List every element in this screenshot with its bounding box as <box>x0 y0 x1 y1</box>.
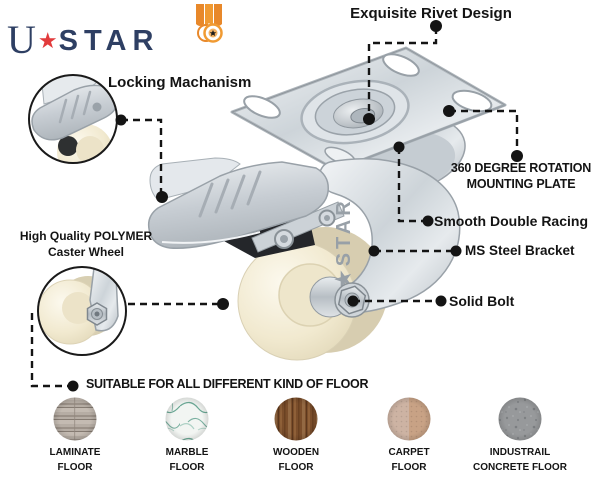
callout-line-locking <box>121 118 163 195</box>
polymer-wheel <box>237 227 388 361</box>
locking-mechanism-inset <box>28 74 118 164</box>
callout-ms-steel-bracket: MS Steel Bracket <box>465 243 575 258</box>
brand-logo-word: STAR <box>58 25 160 57</box>
floors-heading: SUITABLE FOR ALL DIFFERENT KIND OF FLOOR <box>86 377 369 391</box>
floor-label-wooden: WOODEN FLOOR <box>272 447 320 473</box>
callout-rivet-design: Exquisite Rivet Design <box>350 5 512 22</box>
callout-line-rotation <box>449 109 519 153</box>
callout-solid-bolt: Solid Bolt <box>449 293 515 309</box>
callout-dots <box>67 20 523 392</box>
brand-logo: U★STAR <box>7 20 160 60</box>
callout-line-rivet <box>367 27 438 116</box>
callout-rotation-line1: 360 DEGREE ROTATION <box>450 161 592 175</box>
bracket-watermark: U★STAR <box>333 197 355 306</box>
callout-wheel-line1: High Quality POLYMER <box>19 229 153 243</box>
brake-pedal <box>147 157 329 249</box>
brand-logo-star-icon: ★ <box>37 28 58 53</box>
callout-rotation-mounting-plate: 360 DEGREE ROTATION MOUNTING PLATE <box>441 161 600 192</box>
polymer-wheel-inset <box>37 266 127 356</box>
callout-line-racing <box>397 147 426 223</box>
brand-ribbon-icon <box>196 4 223 43</box>
callout-smooth-double-racing: Smooth Double Racing <box>434 213 588 229</box>
floor-swatches <box>53 397 542 441</box>
brand-logo-u: U <box>7 17 36 62</box>
floor-label-carpet: CARPET FLOOR <box>388 447 430 473</box>
floor-label-marble: MARBLE FLOOR <box>165 447 209 473</box>
callout-wheel-line2: Caster Wheel <box>47 244 125 259</box>
floor-label-laminate: LAMINATE FLOOR <box>49 447 101 473</box>
callout-rotation-line2: MOUNTING PLATE <box>466 176 576 191</box>
callout-polymer-caster-wheel: High Quality POLYMER Caster Wheel <box>11 229 161 260</box>
callout-locking-mechanism: Locking Machanism <box>108 74 252 91</box>
main-caster-image: U★STAR <box>147 46 507 361</box>
floor-label-concrete: INDUSTRAIL CONCRETE FLOOR <box>473 447 567 473</box>
callout-line-suitable <box>30 313 71 388</box>
